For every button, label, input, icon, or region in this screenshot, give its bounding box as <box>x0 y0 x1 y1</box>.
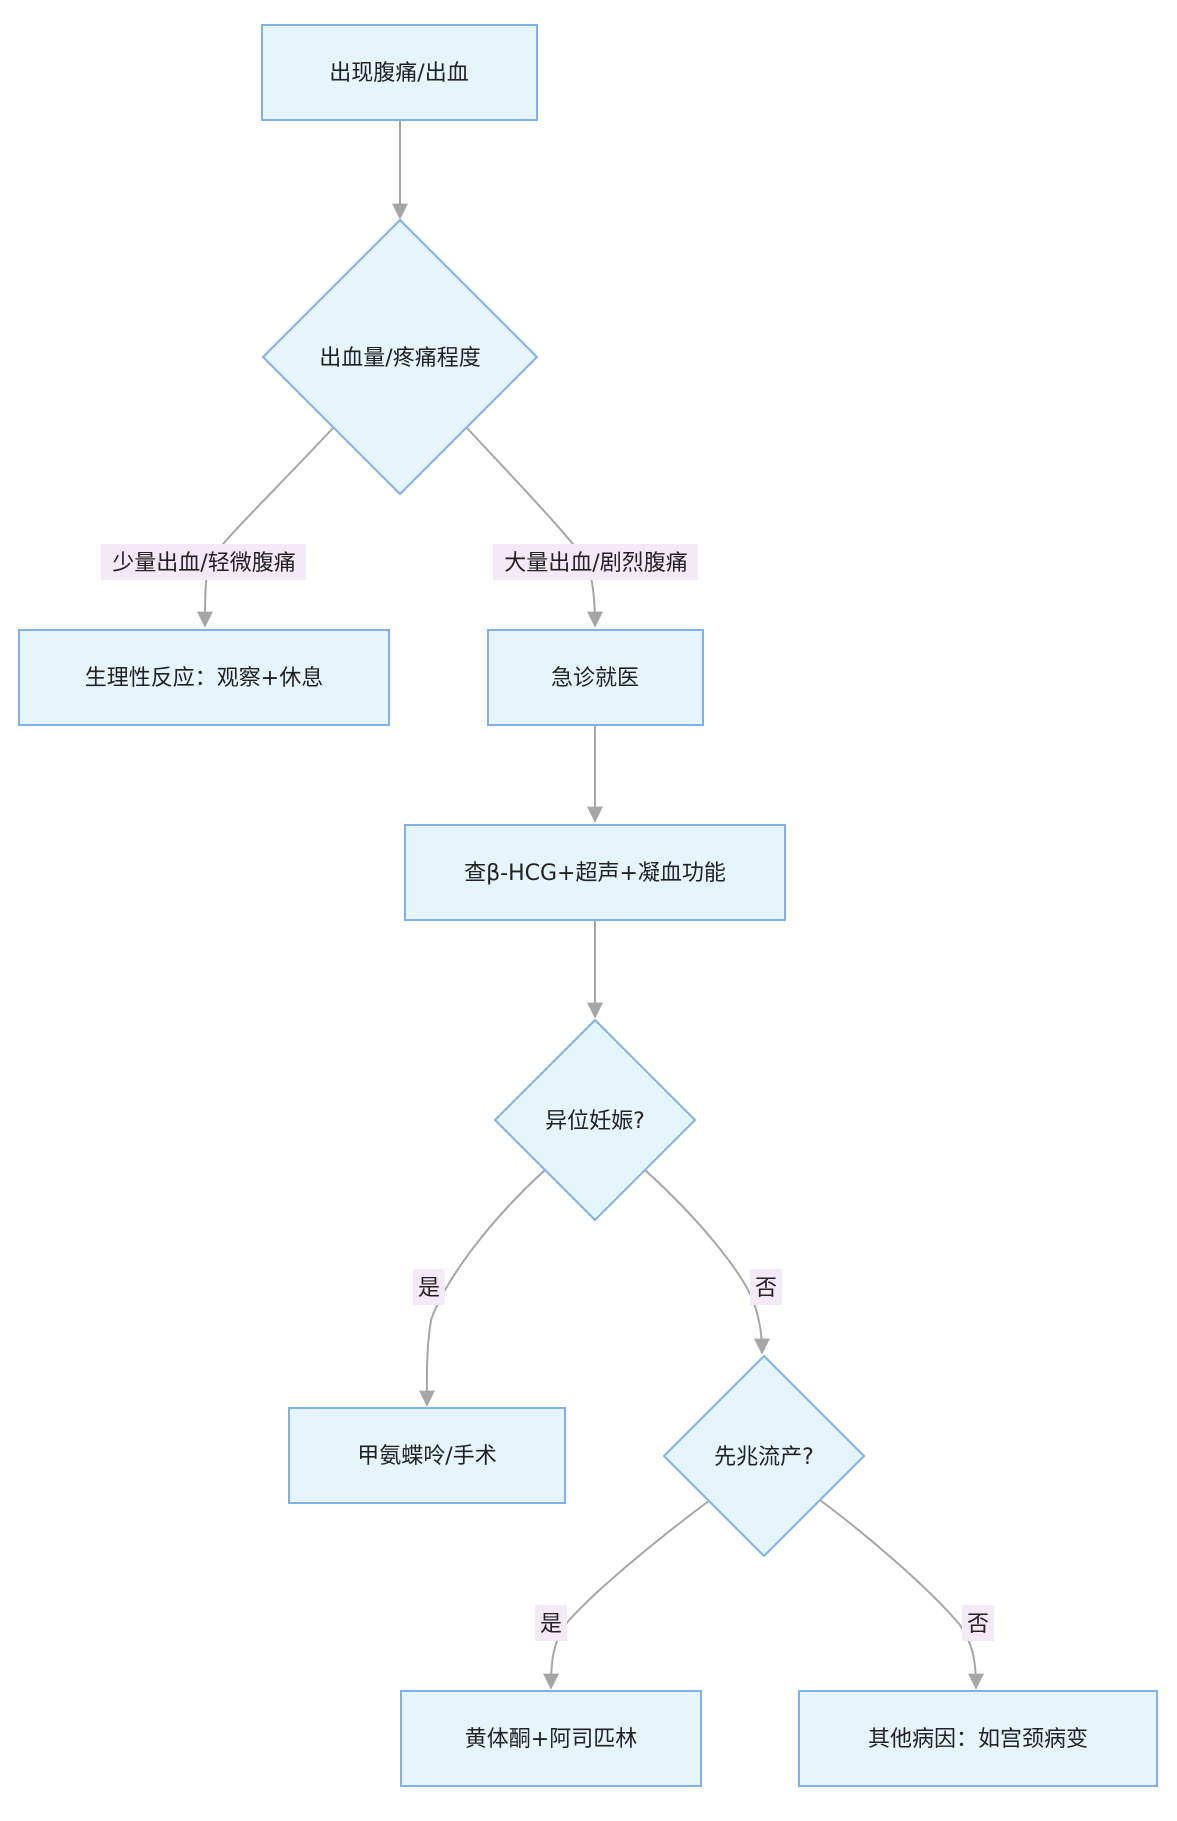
edge-label-ectopic-no: 否 <box>750 1269 782 1305</box>
edge-ectopic-to-methotrexate <box>418 1169 546 1407</box>
node-tests-text: 查β-HCG+超声+凝血功能 <box>464 861 726 886</box>
node-ectopic-q: 异位妊娠? <box>493 1018 697 1222</box>
node-start-text: 出现腹痛/出血 <box>329 61 468 86</box>
edge-label-mild: 少量出血/轻微腹痛 <box>101 544 306 580</box>
edge-label-miscarriage-no: 否 <box>962 1605 994 1641</box>
edge-ectopic-to-miscarriage <box>644 1169 770 1355</box>
node-emergency-text: 急诊就医 <box>551 666 639 691</box>
node-emergency: 急诊就医 <box>487 629 704 726</box>
edge-severity-to-physiological <box>197 427 334 628</box>
node-severity-text: 出血量/疼痛程度 <box>319 346 480 371</box>
node-progesterone: 黄体酮+阿司匹林 <box>400 1690 702 1787</box>
node-start: 出现腹痛/出血 <box>261 24 538 121</box>
edge-label-mild-text: 少量出血/轻微腹痛 <box>112 551 295 576</box>
edge-label-ectopic-yes: 是 <box>413 1269 445 1305</box>
node-miscarriage-q: 先兆流产? <box>662 1354 866 1558</box>
node-ectopic-q-text: 异位妊娠? <box>545 1109 645 1134</box>
edge-label-miscarriage-no-text: 否 <box>967 1612 989 1637</box>
node-other-text: 其他病因：如宫颈病变 <box>868 1727 1088 1752</box>
node-physiological-text: 生理性反应：观察+休息 <box>85 666 323 691</box>
edge-label-ectopic-no-text: 否 <box>755 1276 777 1301</box>
nodes: 出现腹痛/出血 出血量/疼痛程度 生理性反应：观察+休息 急诊就医 查β-HCG… <box>18 24 1158 1787</box>
edge-label-heavy: 大量出血/剧烈腹痛 <box>493 544 698 580</box>
node-other: 其他病因：如宫颈病变 <box>798 1690 1158 1787</box>
edge-label-miscarriage-yes-text: 是 <box>540 1612 562 1637</box>
node-methotrexate-text: 甲氨蝶呤/手术 <box>357 1444 496 1469</box>
node-severity: 出血量/疼痛程度 <box>261 218 539 496</box>
node-physiological: 生理性反应：观察+休息 <box>18 629 390 726</box>
node-methotrexate: 甲氨蝶呤/手术 <box>288 1407 566 1504</box>
edge-miscarriage-to-other <box>819 1499 984 1690</box>
edge-label-ectopic-yes-text: 是 <box>418 1276 440 1301</box>
edge-labels: 少量出血/轻微腹痛 大量出血/剧烈腹痛 是 否 是 否 <box>101 544 994 1641</box>
edge-miscarriage-to-progesterone <box>543 1499 711 1690</box>
edge-label-heavy-text: 大量出血/剧烈腹痛 <box>504 551 687 576</box>
edge-label-miscarriage-yes: 是 <box>535 1605 567 1641</box>
node-progesterone-text: 黄体酮+阿司匹林 <box>465 1727 637 1752</box>
node-miscarriage-q-text: 先兆流产? <box>714 1445 814 1470</box>
node-tests: 查β-HCG+超声+凝血功能 <box>404 824 786 921</box>
edge-severity-to-emergency <box>466 427 603 628</box>
